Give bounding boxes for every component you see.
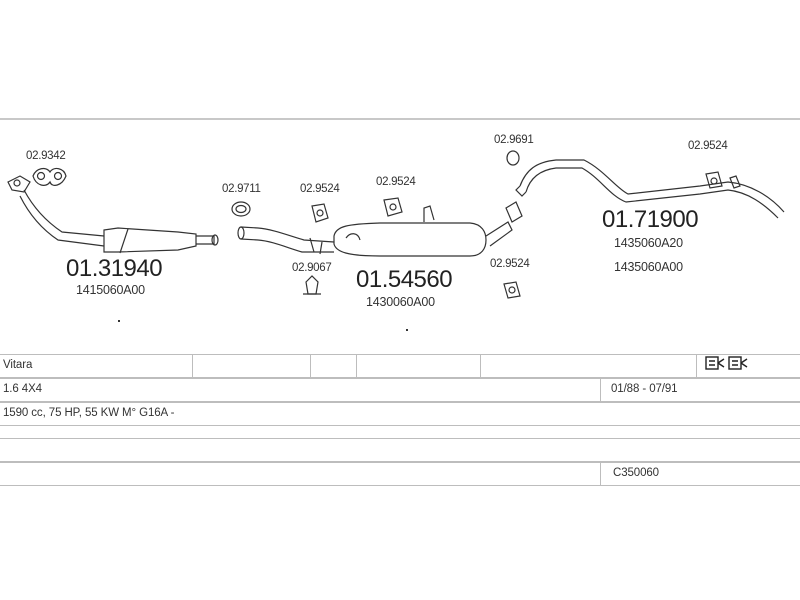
small-ring-drawing — [506, 150, 520, 166]
front-pipe-drawing — [7, 175, 219, 254]
rear-pipe-ref-2: 1435060A00 — [614, 260, 683, 274]
dot-marker — [118, 320, 120, 322]
application-icons — [705, 356, 748, 370]
exhaust-diagram — [7, 150, 785, 299]
rear-pipe-ref-1: 1435060A20 — [614, 236, 683, 250]
part-code-hanger-2: 02.9524 — [376, 176, 416, 188]
intermediate-pipe-drawing — [237, 226, 335, 255]
part-code-bracket: 02.9067 — [292, 262, 332, 274]
engine-icon — [728, 356, 742, 370]
part-code-hanger-1: 02.9524 — [300, 183, 340, 195]
vehicle-engine: 1.6 4X4 — [3, 383, 42, 395]
vehicle-code: C350060 — [613, 467, 659, 479]
part-code-hanger-3: 02.9524 — [490, 258, 530, 270]
table-row-engine: 1.6 4X4 01/88 - 07/91 — [0, 378, 800, 402]
silencer-drawing — [333, 201, 523, 257]
top-divider — [0, 118, 800, 120]
silencer-ref: 1430060A00 — [366, 295, 435, 309]
front-pipe-ref: 1415060A00 — [76, 283, 145, 297]
front-pipe-code: 01.31940 — [66, 255, 163, 282]
gasket-drawing — [32, 167, 67, 186]
part-code-gasket: 02.9342 — [26, 150, 66, 162]
table-row-model: Vitara — [0, 354, 800, 378]
table-row-empty — [0, 438, 800, 462]
table-row-spec: 1590 cc, 75 HP, 55 KW M° G16A - — [0, 402, 800, 426]
part-code-ring: 02.9711 — [222, 183, 261, 195]
silencer-code: 01.54560 — [356, 266, 453, 293]
ring-drawing — [231, 201, 251, 217]
hanger-drawings — [311, 171, 723, 299]
vehicle-years: 01/88 - 07/91 — [611, 383, 678, 395]
vehicle-spec: 1590 cc, 75 HP, 55 KW M° G16A - — [3, 407, 175, 419]
rear-pipe-drawing — [515, 159, 785, 219]
part-code-hanger-4: 02.9524 — [688, 140, 728, 152]
vehicle-model: Vitara — [3, 359, 33, 371]
table-row-code: C350060 — [0, 462, 800, 486]
part-code-small-ring: 02.9691 — [494, 134, 534, 146]
bracket-drawing — [303, 275, 321, 295]
rear-pipe-code: 01.71900 — [602, 206, 699, 233]
engine-icon — [705, 356, 719, 370]
dot-marker — [406, 329, 408, 331]
